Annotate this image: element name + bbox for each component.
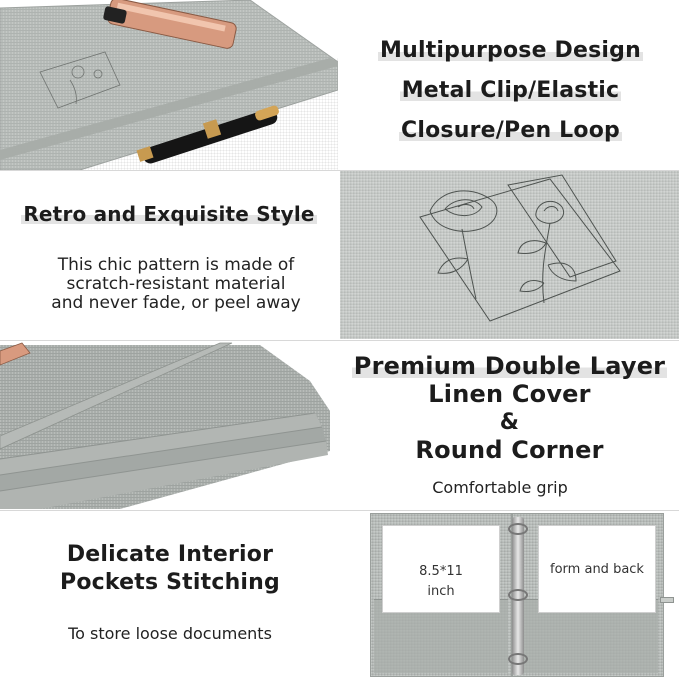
section1-line-2: Metal Clip/Elastic (399, 78, 622, 103)
clipboard-photo-top (0, 0, 338, 170)
linen-cover-closeup (0, 341, 338, 509)
section3-line-3: & (499, 410, 520, 435)
section2-desc-line-3: and never fade, or peel away (51, 293, 301, 313)
section4-line-1: Delicate Interior (66, 542, 274, 567)
right-paper-card: form and back (538, 525, 656, 613)
clip-corner-icon (0, 342, 31, 366)
open-binder-photo: 8.5*11 inch form and back (340, 511, 679, 679)
binder-ring-2-icon (508, 589, 528, 601)
section2-desc-line-2: scratch-resistant material (66, 274, 286, 294)
section3-line-2: Linen Cover (428, 380, 591, 408)
section3-line-4: Round Corner (415, 436, 604, 464)
rose-emboss-icon (39, 51, 121, 109)
clipboard-illustration (0, 0, 338, 170)
stacked-covers-illustration (0, 341, 338, 509)
metal-clip-icon (103, 0, 237, 49)
left-paper-card: 8.5*11 inch (382, 525, 500, 613)
pen-icon (136, 105, 279, 164)
binder-ring-1-icon (508, 523, 528, 535)
divider-2 (0, 340, 679, 341)
rose-pattern-icon (419, 174, 621, 322)
section3-line-1: Premium Double Layer (351, 352, 668, 380)
section4-sub: To store loose documents (68, 624, 272, 643)
section2-title: Retro and Exquisite Style (21, 202, 317, 226)
left-card-line-2: inch (427, 584, 455, 599)
pen-loop-icon (660, 597, 674, 603)
right-card-label: form and back (550, 562, 644, 577)
section2-desc-line-1: This chic pattern is made of (57, 255, 295, 275)
rose-pattern-closeup (340, 171, 679, 339)
binder-ring-3-icon (508, 653, 528, 665)
divider-3 (0, 510, 679, 511)
section4-line-2: Pockets Stitching (60, 570, 280, 595)
section1-line-3: Closure/Pen Loop (399, 118, 622, 143)
divider-1 (0, 170, 679, 171)
section3-sub: Comfortable grip (432, 478, 568, 497)
left-card-line-1: 8.5*11 (419, 564, 463, 579)
section1-line-1: Multipurpose Design (378, 38, 643, 63)
